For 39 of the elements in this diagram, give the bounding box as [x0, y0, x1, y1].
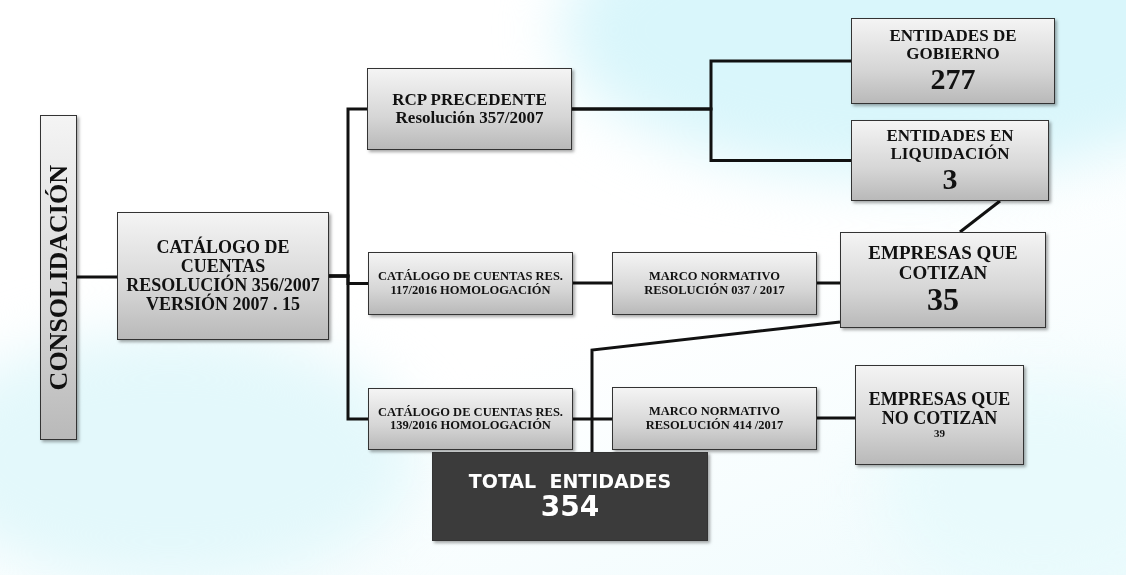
box-label: EMPRESAS QUE COTIZAN [867, 243, 1019, 284]
count-value: 277 [930, 63, 976, 95]
process-box [851, 120, 1049, 201]
box-label: MARCO NORMATIVO RESOLUCIÓN 414 /2017 [644, 405, 785, 432]
box-label: CONSOLIDACIÓN [44, 164, 73, 391]
process-box [117, 212, 329, 340]
connector-line [817, 281, 840, 285]
process-box [368, 252, 573, 315]
process-box [851, 18, 1055, 104]
box-label: CATÁLOGO DE CUENTAS RES. 139/2016 HOMOLOGACIÓN [377, 405, 564, 433]
process-box [612, 387, 817, 450]
connector-line [329, 274, 368, 421]
connector-line [572, 107, 851, 162]
connector-line [959, 199, 1001, 234]
box-label: CATÁLOGO DE CUENTAS RESOLUCIÓN 356/2007 VERSIÓN 2007 . 15 [125, 238, 321, 314]
process-box [612, 252, 817, 315]
process-box [368, 388, 573, 450]
box-label: CATÁLOGO DE CUENTAS RES. 117/2016 HOMOLOGACIÓN [377, 270, 564, 297]
box-label: MARCO NORMATIVO RESOLUCIÓN 037 / 2017 [643, 270, 786, 297]
box-label: ENTIDADES EN LIQUIDACIÓN [885, 126, 1015, 163]
process-box [855, 365, 1024, 465]
connector-line [817, 416, 855, 420]
box-label: ENTIDADES DE GOBIERNO [888, 27, 1018, 64]
count-value: 39 [934, 428, 945, 440]
total-box [432, 452, 708, 541]
box-label: TOTAL ENTIDADES [468, 471, 672, 492]
connector-line [590, 320, 841, 452]
count-value: 354 [540, 491, 600, 522]
count-value: Resolución 357/2007 [395, 109, 544, 127]
count-value: 35 [927, 283, 959, 317]
count-value: 3 [942, 162, 958, 195]
process-box [367, 68, 572, 150]
connector-line [573, 281, 612, 285]
process-box [840, 232, 1046, 328]
box-label: EMPRESAS QUE NO COTIZAN [867, 390, 1012, 429]
box-label: RCP PRECEDENTE [392, 91, 547, 109]
process-box [40, 115, 77, 440]
connector-line [77, 275, 117, 279]
connector-line [573, 417, 612, 421]
